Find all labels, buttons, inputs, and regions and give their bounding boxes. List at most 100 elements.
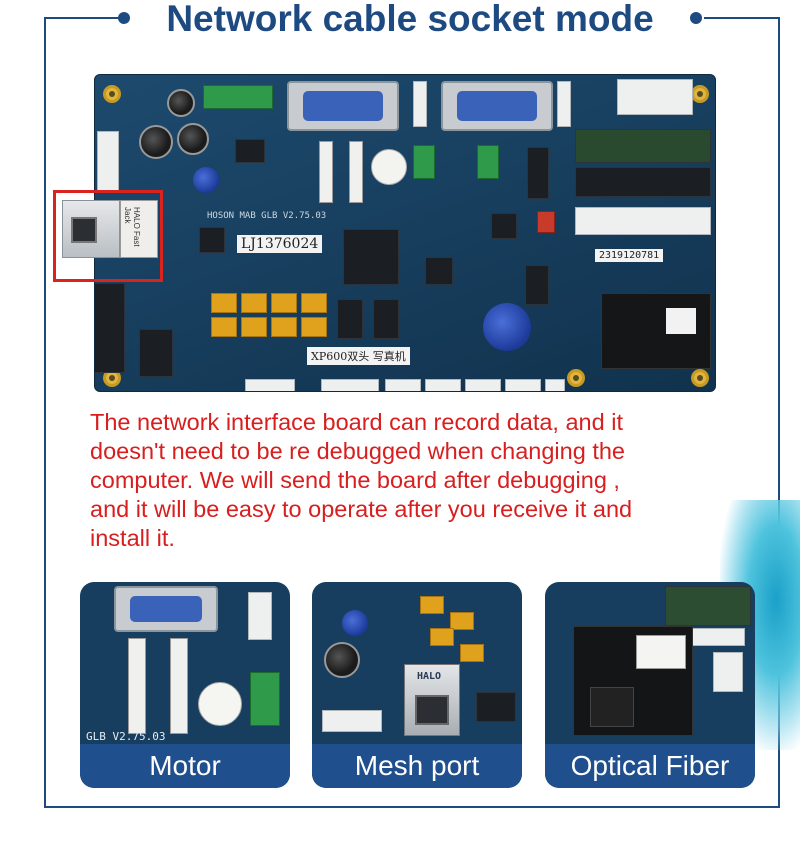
relay-row bbox=[575, 207, 711, 235]
buzzer-label bbox=[198, 682, 242, 726]
white-connector bbox=[385, 379, 421, 391]
description-line: The network interface board can record d… bbox=[90, 409, 623, 435]
blue-capacitor bbox=[193, 167, 219, 193]
board-version-text: GLB V2.75.03 bbox=[86, 730, 166, 743]
ribbon-header bbox=[95, 283, 125, 373]
blue-capacitor bbox=[342, 610, 368, 636]
led-array bbox=[665, 586, 751, 626]
header-pins bbox=[476, 692, 516, 722]
header-dot-left bbox=[118, 12, 130, 24]
yellow-capacitor bbox=[271, 317, 297, 337]
header-line-left bbox=[44, 17, 120, 19]
large-capacitor bbox=[483, 303, 531, 351]
yellow-capacitor bbox=[241, 293, 267, 313]
white-connector bbox=[545, 379, 565, 391]
yellow-capacitor bbox=[450, 612, 474, 630]
yellow-capacitor bbox=[430, 628, 454, 646]
handwritten-serial-label: LJ1376024 bbox=[237, 235, 323, 253]
green-terminal bbox=[477, 145, 499, 179]
relay bbox=[713, 652, 743, 692]
thumbnail-caption: Motor bbox=[80, 744, 290, 788]
db15-connector bbox=[287, 81, 399, 131]
page-title: Network cable socket mode bbox=[140, 0, 680, 44]
yellow-capacitor bbox=[271, 293, 297, 313]
ethernet-port-icon bbox=[415, 695, 449, 725]
optical-fiber-module bbox=[573, 626, 693, 736]
header-line-right bbox=[704, 17, 780, 19]
driver-chips bbox=[575, 167, 711, 197]
buzzer-label bbox=[371, 149, 407, 185]
thumbnail-caption: Optical Fiber bbox=[545, 744, 755, 788]
small-chip bbox=[199, 227, 225, 253]
ribbon-socket bbox=[349, 141, 363, 203]
green-terminal bbox=[413, 145, 435, 179]
white-header bbox=[248, 592, 272, 640]
description-line: install it. bbox=[90, 525, 175, 551]
green-terminal-block bbox=[203, 85, 273, 109]
white-connector bbox=[321, 379, 379, 391]
optical-fiber-module bbox=[601, 293, 711, 369]
mount-hole bbox=[691, 369, 709, 387]
header-pins bbox=[525, 265, 549, 305]
thumbnail-motor: GLB V2.75.03 Motor bbox=[80, 582, 290, 788]
capacitor bbox=[177, 123, 209, 155]
seven-segment-display bbox=[491, 213, 517, 239]
description-text: The network interface board can record d… bbox=[90, 408, 750, 553]
fpga-chip bbox=[343, 229, 399, 285]
white-connector bbox=[322, 710, 382, 732]
description-line: doesn't need to be re debugged when chan… bbox=[90, 438, 625, 464]
circuit-board-image: HOSON MAB GLB V2.75.03 LJ1376024 2319120… bbox=[94, 74, 716, 392]
db15-connector bbox=[114, 586, 218, 632]
white-header bbox=[557, 81, 571, 127]
network-socket-highlight bbox=[53, 190, 163, 282]
serial-number-label: 2319120781 bbox=[595, 249, 664, 262]
yellow-capacitor bbox=[241, 317, 267, 337]
sata-connector bbox=[527, 147, 549, 199]
ribbon-header bbox=[139, 329, 173, 377]
yellow-capacitor bbox=[460, 644, 484, 662]
ribbon-socket bbox=[170, 638, 188, 734]
description-line: computer. We will send the board after d… bbox=[90, 467, 620, 493]
mount-hole bbox=[567, 369, 585, 387]
halo-brand-text: HALO bbox=[417, 671, 442, 682]
side-header bbox=[97, 131, 119, 193]
regulator-chip bbox=[235, 139, 265, 163]
board-model-text: HOSON MAB GLB V2.75.03 bbox=[207, 211, 327, 221]
thumbnail-optical-fiber: Optical Fiber bbox=[545, 582, 755, 788]
yellow-capacitor bbox=[420, 596, 444, 614]
white-connector bbox=[465, 379, 501, 391]
ethernet-port-icon bbox=[71, 217, 97, 243]
white-connector bbox=[505, 379, 541, 391]
module-label bbox=[636, 635, 686, 669]
header-dot-right bbox=[690, 12, 702, 24]
ribbon-socket bbox=[128, 638, 146, 734]
network-jack-label: HALO Fast Jack bbox=[120, 200, 158, 258]
yellow-capacitor bbox=[211, 317, 237, 337]
thumbnail-caption: Mesh port bbox=[312, 744, 522, 788]
description-line: and it will be easy to operate after you… bbox=[90, 496, 633, 522]
db15-connector bbox=[441, 81, 553, 131]
outer-frame bbox=[44, 18, 780, 808]
capacitor bbox=[324, 642, 360, 678]
ribbon-socket bbox=[319, 141, 333, 203]
led-array bbox=[575, 129, 711, 163]
dip-switch bbox=[537, 211, 555, 233]
white-connector bbox=[425, 379, 461, 391]
capacitor bbox=[139, 125, 173, 159]
white-connector bbox=[245, 379, 295, 391]
printer-model-label: XP600双头 写真机 bbox=[307, 347, 410, 365]
small-chip bbox=[425, 257, 453, 285]
mount-hole bbox=[691, 85, 709, 103]
yellow-capacitor bbox=[211, 293, 237, 313]
yellow-capacitor bbox=[301, 317, 327, 337]
mount-hole bbox=[103, 85, 121, 103]
yellow-capacitor bbox=[301, 293, 327, 313]
capacitor bbox=[167, 89, 195, 117]
green-terminal bbox=[250, 672, 280, 726]
network-jack bbox=[62, 200, 120, 258]
fiber-port-icon bbox=[590, 687, 634, 727]
memory-chip bbox=[373, 299, 399, 339]
rj45-jack: HALO bbox=[404, 664, 460, 736]
power-connector bbox=[617, 79, 693, 115]
memory-chip bbox=[337, 299, 363, 339]
